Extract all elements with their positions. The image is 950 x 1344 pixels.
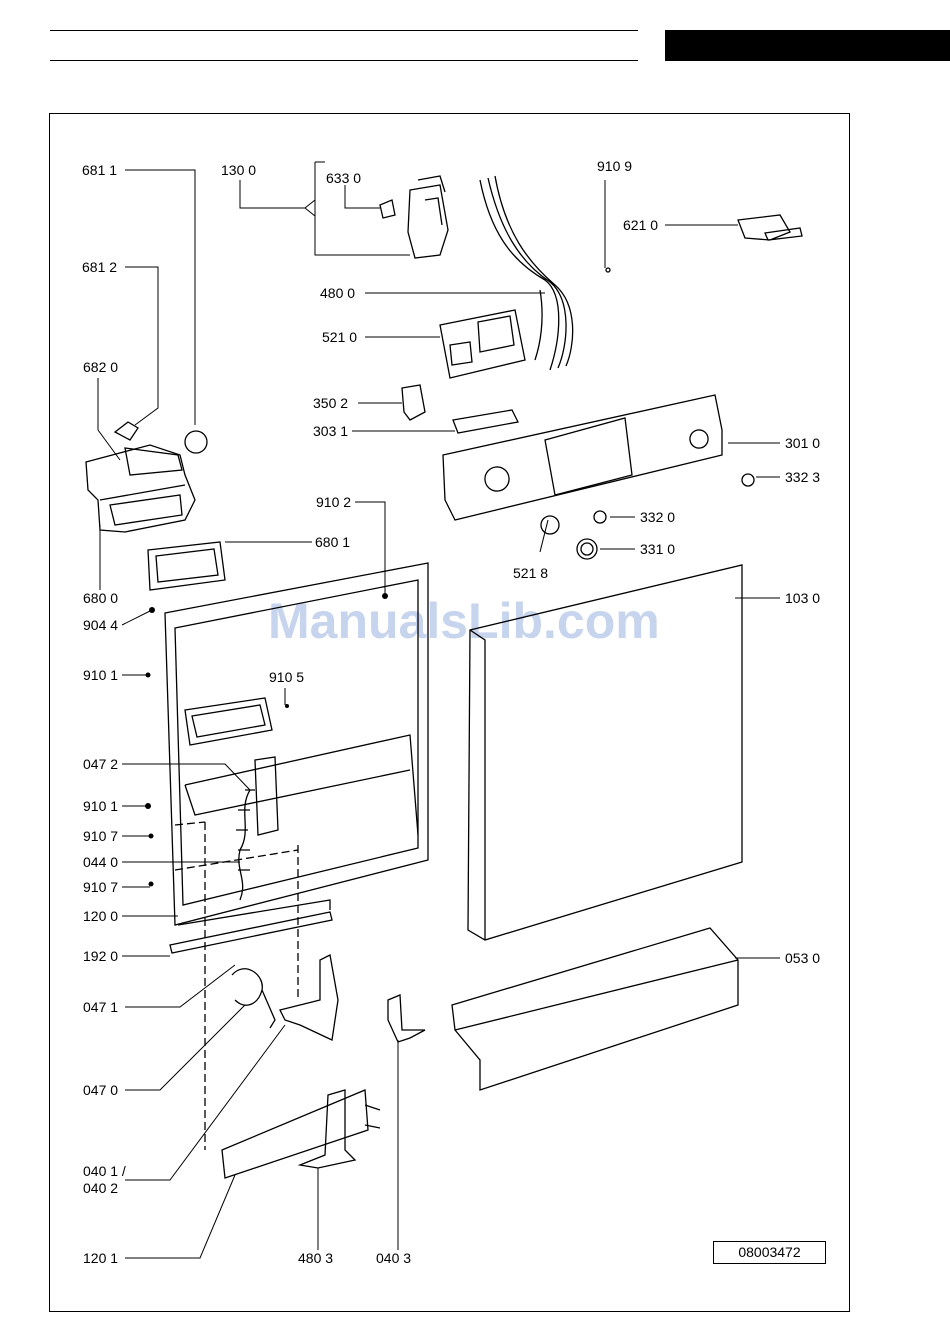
label-6811: 681 1 bbox=[82, 162, 117, 178]
part-3310-ring bbox=[577, 539, 597, 559]
label-5210: 521 0 bbox=[322, 329, 357, 345]
label-0403: 040 3 bbox=[376, 1250, 411, 1266]
label-3502: 350 2 bbox=[313, 395, 348, 411]
leader-9102 bbox=[355, 502, 385, 595]
label-6210: 621 0 bbox=[623, 217, 658, 233]
leader-1300 bbox=[240, 162, 410, 255]
part-3010-panel bbox=[443, 395, 722, 520]
part-6811-ring bbox=[185, 431, 207, 453]
part-6812-cap bbox=[115, 422, 138, 440]
label-3031: 303 1 bbox=[313, 423, 348, 439]
part-3323-knob bbox=[742, 474, 754, 486]
label-4803: 480 3 bbox=[298, 1250, 333, 1266]
label-1200: 120 0 bbox=[83, 908, 118, 924]
label-0401: 040 1 / bbox=[83, 1163, 126, 1179]
part-0530-toeboard bbox=[452, 928, 738, 1090]
parts bbox=[86, 176, 802, 1178]
part-3502-switch bbox=[402, 385, 425, 420]
label-0470: 047 0 bbox=[83, 1082, 118, 1098]
label-6800: 680 0 bbox=[83, 590, 118, 606]
label-9109: 910 9 bbox=[597, 158, 632, 174]
part-1201-plate bbox=[222, 1090, 368, 1178]
part-0403-bracket bbox=[388, 995, 425, 1042]
leader-6812 bbox=[125, 267, 158, 425]
part-0402-bracket bbox=[280, 955, 338, 1040]
label-9101a: 910 1 bbox=[83, 667, 118, 683]
label-6812: 681 2 bbox=[82, 259, 117, 275]
label-1030: 103 0 bbox=[785, 590, 820, 606]
leader-6330 bbox=[345, 185, 380, 208]
label-3320: 332 0 bbox=[640, 509, 675, 525]
leader-1201 bbox=[125, 1175, 235, 1258]
label-9101b: 910 1 bbox=[83, 798, 118, 814]
leader-6820 bbox=[98, 378, 120, 460]
label-9044: 904 4 bbox=[83, 617, 118, 633]
leader-0470 bbox=[125, 1005, 245, 1090]
label-0472: 047 2 bbox=[83, 756, 118, 772]
part-4800-wiring bbox=[480, 176, 573, 370]
label-6820: 682 0 bbox=[83, 359, 118, 375]
part-3031-strip bbox=[453, 410, 518, 433]
part-6210-module bbox=[738, 215, 802, 240]
label-9107b: 910 7 bbox=[83, 879, 118, 895]
label-6330: 633 0 bbox=[326, 170, 361, 186]
label-9102: 910 2 bbox=[316, 494, 351, 510]
part-6330-latch bbox=[380, 200, 395, 218]
label-0530: 053 0 bbox=[785, 950, 820, 966]
label-0440: 044 0 bbox=[83, 854, 118, 870]
watermark: ManualsLib.com bbox=[268, 593, 660, 649]
label-1300: 130 0 bbox=[221, 162, 256, 178]
label-9105: 910 5 bbox=[269, 669, 304, 685]
document-number: 08003472 bbox=[713, 1241, 826, 1264]
part-3320-knob bbox=[594, 511, 606, 523]
label-9107a: 910 7 bbox=[83, 828, 118, 844]
leader-9044 bbox=[122, 610, 152, 625]
part-0471-hinge bbox=[232, 969, 275, 1028]
label-1920: 192 0 bbox=[83, 948, 118, 964]
label-0471: 047 1 bbox=[83, 999, 118, 1015]
part-labels: 681 1 130 0 633 0 910 9 621 0 681 2 480 … bbox=[82, 158, 820, 1266]
label-5218: 521 8 bbox=[513, 565, 548, 581]
label-3010: 301 0 bbox=[785, 435, 820, 451]
label-0402: 040 2 bbox=[83, 1180, 118, 1196]
part-5218-selector bbox=[541, 516, 559, 534]
label-3310: 331 0 bbox=[640, 541, 675, 557]
part-1920-strip bbox=[170, 912, 332, 953]
part-9109-screw bbox=[606, 268, 610, 272]
label-3323: 332 3 bbox=[785, 469, 820, 485]
leader-0471 bbox=[125, 965, 235, 1007]
label-1201: 120 1 bbox=[83, 1250, 118, 1266]
leader-6811 bbox=[125, 170, 195, 425]
part-0472-spring bbox=[236, 790, 255, 900]
label-6801: 680 1 bbox=[315, 534, 350, 550]
label-4800: 480 0 bbox=[320, 285, 355, 301]
